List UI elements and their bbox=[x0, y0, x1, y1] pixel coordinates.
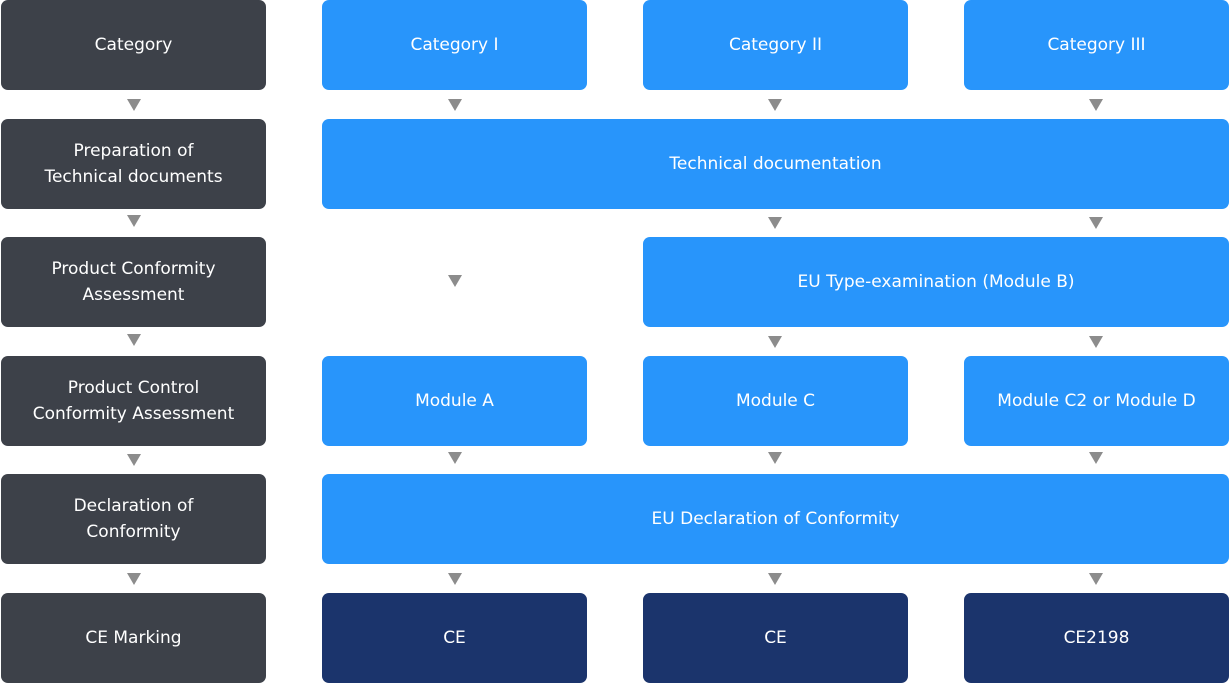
arrow-down-icon bbox=[448, 573, 462, 585]
arrow-down-icon bbox=[768, 573, 782, 585]
arrow-down-icon bbox=[1089, 573, 1103, 585]
arrow-down-icon bbox=[1089, 452, 1103, 464]
arrow-down-icon bbox=[768, 452, 782, 464]
arrow-down-icon bbox=[127, 454, 141, 466]
row-label-product-control: Product Control Conformity Assessment bbox=[1, 356, 266, 446]
category-iii-box: Category III bbox=[964, 0, 1229, 90]
ce-marking-cat2-box: CE bbox=[643, 593, 908, 683]
arrow-down-icon bbox=[448, 452, 462, 464]
module-c2-or-d-box: Module C2 or Module D bbox=[964, 356, 1229, 446]
row-label-preparation: Preparation of Technical documents bbox=[1, 119, 266, 209]
arrow-down-icon bbox=[1089, 217, 1103, 229]
category-ii-box: Category II bbox=[643, 0, 908, 90]
arrow-down-icon bbox=[1089, 336, 1103, 348]
module-a-box: Module A bbox=[322, 356, 587, 446]
ce-marking-cat1-box: CE bbox=[322, 593, 587, 683]
arrow-down-icon bbox=[127, 573, 141, 585]
arrow-down-icon bbox=[448, 99, 462, 111]
arrow-down-icon bbox=[127, 334, 141, 346]
row-label-ce-marking: CE Marking bbox=[1, 593, 266, 683]
technical-documentation-box: Technical documentation bbox=[322, 119, 1229, 209]
module-c-box: Module C bbox=[643, 356, 908, 446]
row-label-declaration: Declaration of Conformity bbox=[1, 474, 266, 564]
row-label-product-conformity: Product Conformity Assessment bbox=[1, 237, 266, 327]
arrow-down-icon bbox=[448, 275, 462, 287]
arrow-down-icon bbox=[1089, 99, 1103, 111]
row-label-category: Category bbox=[1, 0, 266, 90]
arrow-down-icon bbox=[768, 217, 782, 229]
arrow-down-icon bbox=[768, 336, 782, 348]
category-i-box: Category I bbox=[322, 0, 587, 90]
arrow-down-icon bbox=[127, 99, 141, 111]
arrow-down-icon bbox=[768, 99, 782, 111]
eu-declaration-box: EU Declaration of Conformity bbox=[322, 474, 1229, 564]
arrow-down-icon bbox=[127, 215, 141, 227]
ce-marking-cat3-box: CE2198 bbox=[964, 593, 1229, 683]
eu-type-examination-box: EU Type-examination (Module B) bbox=[643, 237, 1229, 327]
